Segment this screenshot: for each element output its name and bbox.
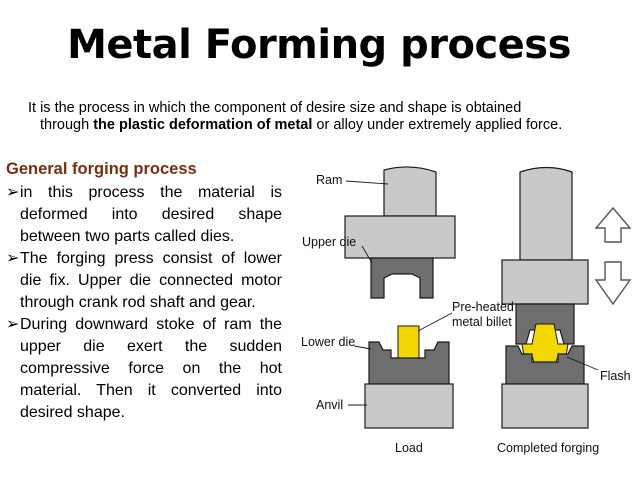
anvil-right: [501, 383, 589, 429]
label-lower-die: Lower die: [301, 335, 355, 349]
intro-line-2-prefix: through: [40, 117, 94, 133]
label-metal-billet: metal billet: [452, 315, 512, 329]
bullet-item: ➢ The forging press consist of lower die…: [6, 248, 282, 314]
bullet-arrow-icon: ➢: [6, 250, 20, 267]
bullet-list: ➢ in this process the material is deform…: [6, 182, 282, 424]
bullet-item: ➢ in this process the material is deform…: [6, 182, 282, 248]
label-anvil: Anvil: [316, 398, 343, 412]
intro-line-2-suffix: or alloy under extremely applied force.: [312, 117, 563, 133]
bullet-arrow-icon: ➢: [6, 316, 20, 333]
slide-title: Metal Forming process: [67, 22, 571, 68]
bullet-item: ➢ During downward stoke of ram the upper…: [6, 314, 282, 424]
upper-plate-right: [501, 259, 589, 305]
bullet-text: in this process the material is deformed…: [20, 184, 282, 245]
upper-die-left: [370, 257, 434, 299]
leader-lines: [345, 180, 599, 406]
intro-text: It is the process in which the component…: [28, 100, 628, 134]
intro-line-2: through the plastic deformation of metal…: [28, 117, 628, 134]
anvil-left: [364, 383, 454, 429]
bullet-text: The forging press consist of lower die f…: [20, 250, 282, 311]
bullet-arrow-icon: ➢: [6, 184, 20, 201]
up-down-arrow-icon: [594, 206, 632, 306]
label-completed-forging: Completed forging: [497, 441, 599, 455]
intro-line-1: It is the process in which the component…: [28, 100, 522, 116]
label-upper-die: Upper die: [302, 235, 356, 249]
ram-left: [383, 166, 437, 217]
label-flash: Flash: [600, 369, 631, 383]
label-pre-heated: Pre-heated: [452, 300, 514, 314]
ram-right: [519, 166, 573, 261]
intro-line-2-bold: the plastic deformation of metal: [93, 117, 313, 133]
billet-left: [397, 325, 420, 359]
section-heading: General forging process: [6, 160, 197, 178]
upper-plate-left: [344, 215, 456, 259]
label-load: Load: [395, 441, 423, 455]
label-ram: Ram: [316, 173, 342, 187]
bullet-text: During downward stoke of ram the upper d…: [20, 316, 282, 421]
forging-diagram: Ram Upper die Pre-heated metal billet Lo…: [301, 166, 632, 455]
